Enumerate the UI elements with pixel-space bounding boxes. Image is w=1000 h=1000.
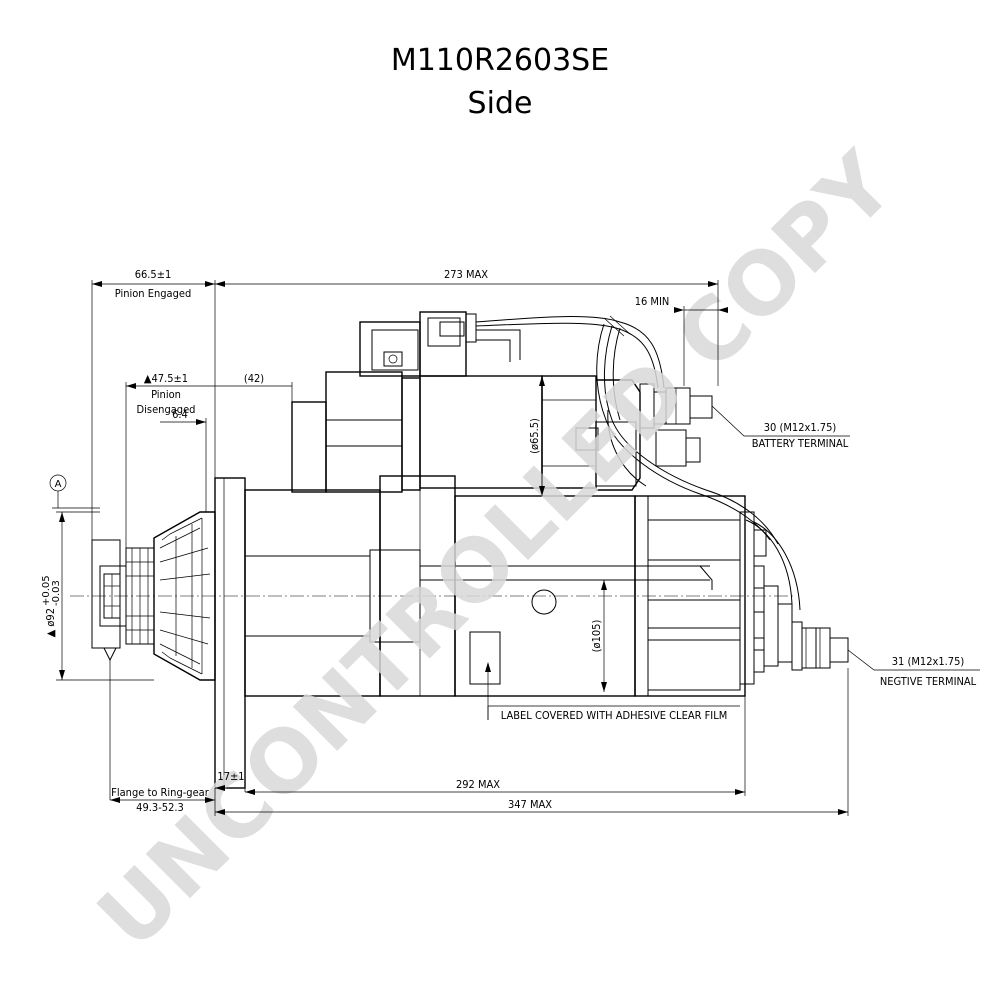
part-number-title: M110R2603SE xyxy=(391,43,609,78)
battery-terminal-label: BATTERY TERMINAL xyxy=(752,437,849,450)
uncontrolled-copy-watermark: UNCONTROLLED COPY xyxy=(79,133,914,968)
motor-diameter: (ø105) xyxy=(590,620,603,653)
dim-6-4: 6.4 xyxy=(172,408,188,421)
bolt-hole xyxy=(531,589,557,615)
label-note: LABEL COVERED WITH ADHESIVE CLEAR FILM xyxy=(501,709,728,722)
negative-terminal-stud xyxy=(763,585,849,671)
negative-terminal-value: 31 (M12x1.75) xyxy=(892,655,965,668)
min-16-dimension: 16 MIN xyxy=(635,295,670,308)
pinion-engaged-value: 66.5±1 xyxy=(135,268,172,281)
battery-terminal-value: 30 (M12x1.75) xyxy=(764,421,837,434)
pinion-disengaged-value: ▲47.5±1 xyxy=(144,372,188,385)
commutator-end xyxy=(634,495,767,697)
flange-value: 49.3-52.3 xyxy=(136,801,184,814)
pilot-diameter: ▲ ø92 xyxy=(44,608,57,637)
pilot-diameter-group: ▲ ø92 +0.05 -0.03 xyxy=(41,575,62,637)
pilot-tol-lower: -0.03 xyxy=(51,580,62,606)
datum-a-label: A xyxy=(55,479,62,490)
negative-terminal-label: NEGTIVE TERMINAL xyxy=(880,675,977,688)
battery-terminal-stud xyxy=(575,383,713,487)
overall-max-dimension: 273 MAX xyxy=(444,268,488,281)
pinion-disengaged-label-2: Disengaged xyxy=(137,403,196,416)
pinion-nose xyxy=(91,539,155,662)
dim-17: 17±1 xyxy=(217,770,244,783)
pinion-disengaged-label-1: Pinion xyxy=(151,388,181,401)
dimension-arrows xyxy=(59,281,848,815)
label-area xyxy=(469,631,501,685)
solenoid-connector xyxy=(359,311,521,377)
wiring-harness xyxy=(475,315,801,611)
ref-42-dimension: (42) xyxy=(244,372,264,385)
solenoid-diameter: (ø65.5) xyxy=(528,418,541,454)
max-292-dimension: 292 MAX xyxy=(456,778,500,791)
pilot-tol-upper: +0.05 xyxy=(41,575,52,606)
view-subtitle: Side xyxy=(468,86,533,121)
pinion-engaged-label: Pinion Engaged xyxy=(115,287,192,300)
motor-body xyxy=(244,475,710,720)
flange-label: Flange to Ring-gear xyxy=(111,786,210,799)
max-347-dimension: 347 MAX xyxy=(508,798,552,811)
